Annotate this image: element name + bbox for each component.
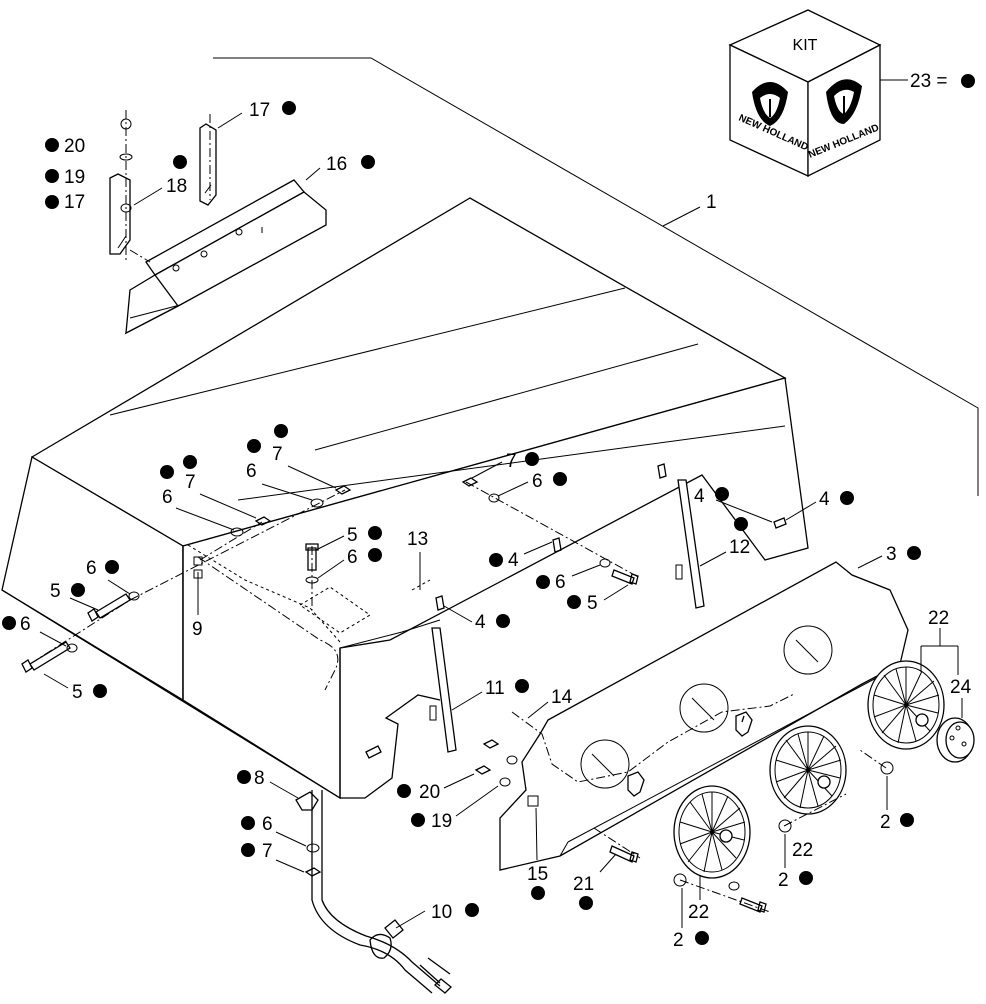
label-4-lower: 4 — [475, 612, 486, 633]
label-22-front: 22 — [688, 902, 709, 923]
label-13: 13 — [407, 529, 428, 550]
label-2-middle: 2 — [778, 870, 789, 891]
label-16: 16 — [326, 154, 347, 175]
label-5-mid: 5 — [587, 593, 598, 614]
plate-12 — [675, 479, 705, 609]
clip-15-icon — [527, 795, 539, 807]
label-8: 8 — [254, 768, 265, 789]
washer-19-icon — [119, 153, 133, 161]
label-7-bottom: 7 — [262, 841, 273, 862]
panel-3 — [499, 561, 909, 871]
kit-callout-label: 23 = — [910, 71, 948, 92]
plate-11 — [429, 627, 457, 753]
label-17-left: 17 — [64, 192, 85, 213]
fan-22-front — [673, 785, 751, 879]
label-2-front: 2 — [673, 930, 684, 951]
label-21: 21 — [573, 874, 594, 895]
label-19-top: 19 — [64, 167, 85, 188]
clip-4-a-icon — [435, 595, 445, 611]
bracket-17-lower — [109, 173, 131, 255]
clip-lower-icon — [365, 745, 382, 759]
clip-4-d-icon — [773, 517, 787, 529]
item-1-bracket — [213, 57, 979, 496]
label-4-upper: 4 — [694, 486, 705, 507]
spacer-2-b-icon — [778, 819, 792, 833]
cable-clip-lower-icon — [627, 771, 645, 797]
label-11: 11 — [485, 678, 505, 699]
label-15: 15 — [527, 864, 548, 885]
screw-21-icon — [609, 845, 639, 863]
label-19-bottom: 19 — [431, 811, 452, 832]
bolt-5-mid-icon — [87, 593, 131, 622]
harness-cable — [311, 790, 433, 994]
label-7-left: 7 — [185, 472, 196, 493]
label-5-bottom-left: 5 — [72, 682, 83, 703]
label-4-middle: 4 — [508, 550, 519, 571]
label-6-far-left: 6 — [20, 614, 31, 635]
label-20-bottom: 20 — [419, 782, 440, 803]
spacer-2-c-icon — [880, 761, 894, 775]
label-5-mid-left: 5 — [50, 581, 61, 602]
label-24: 24 — [950, 677, 972, 698]
clip-4-c-icon — [657, 463, 667, 479]
label-6-upper: 6 — [246, 461, 257, 482]
main-cover — [1, 197, 809, 800]
label-6-bottom: 6 — [262, 814, 273, 835]
spacer-2-a-icon — [673, 873, 687, 887]
cable-clip-upper-icon — [735, 711, 753, 737]
label-7-top: 7 — [272, 444, 283, 465]
label-6-mid: 6 — [555, 572, 566, 593]
label-14: 14 — [551, 687, 573, 708]
label-4-right: 4 — [819, 489, 830, 510]
label-2-right: 2 — [880, 812, 891, 833]
clamp-8-icon — [295, 791, 319, 811]
label-22-middle: 22 — [792, 840, 813, 861]
label-20-top: 20 — [64, 136, 85, 157]
label-9: 9 — [192, 619, 203, 640]
clip-4-b-icon — [552, 537, 562, 553]
label-17-top: 17 — [249, 100, 270, 121]
kit-label: KIT — [793, 37, 818, 54]
label-6-mid-left: 6 — [86, 558, 97, 579]
bolt-5-left-icon — [21, 641, 71, 673]
label-3: 3 — [886, 544, 897, 565]
label-22-top: 22 — [928, 608, 949, 629]
fan-22-middle — [769, 725, 847, 815]
fan-22-right — [867, 660, 945, 750]
bracket-16 — [124, 179, 327, 335]
label-10: 10 — [431, 902, 452, 923]
kit-cube: KIT NEW HOLLAND NEW HOLLAND — [728, 9, 882, 178]
cable-route-14 — [511, 693, 795, 783]
label-5-top: 5 — [347, 525, 358, 546]
bracket-17-upper — [199, 123, 217, 206]
label-6-center: 6 — [532, 471, 543, 492]
label-6-top: 6 — [347, 547, 358, 568]
label-6-left: 6 — [162, 487, 173, 508]
bolt-5-top-icon — [305, 543, 319, 571]
bullet-icon — [961, 74, 975, 88]
label-1: 1 — [706, 192, 717, 213]
label-12: 12 — [729, 537, 750, 558]
label-18: 18 — [166, 176, 187, 197]
label-7-center: 7 — [506, 451, 517, 472]
motor-24 — [936, 717, 975, 763]
